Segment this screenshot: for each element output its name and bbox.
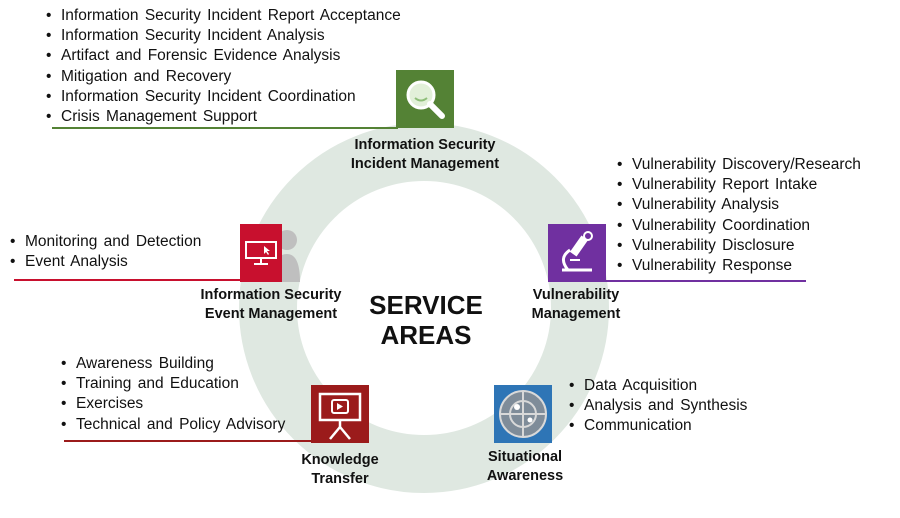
service-areas-title: SERVICE AREAS <box>356 290 496 350</box>
service-areas-title-line2: AREAS <box>380 320 472 350</box>
list-item: Data Acquisition <box>569 376 747 396</box>
list-item: Monitoring and Detection <box>10 232 201 252</box>
knowledge-transfer-list: Awareness Building Training and Educatio… <box>61 354 285 435</box>
incident-management-label: Information Security Incident Management <box>320 136 530 174</box>
list-item: Vulnerability Analysis <box>617 195 861 215</box>
vulnerability-management-label: Vulnerability Management <box>516 286 636 324</box>
monitor-user-icon <box>240 224 300 282</box>
list-item: Technical and Policy Advisory <box>61 415 285 435</box>
event-management-label: Information Security Event Management <box>176 286 366 324</box>
situational-awareness-label-line1: Situational <box>487 449 563 465</box>
vulnerability-management-label-line1: Vulnerability <box>532 287 620 303</box>
vulnerability-management-list: Vulnerability Discovery/Research Vulnera… <box>617 155 861 276</box>
event-management-label-line1: Information Security <box>200 287 342 303</box>
incident-management-label-line2: Incident Management <box>350 156 500 172</box>
incident-management-label-line1: Information Security <box>354 137 496 153</box>
knowledge-transfer-label-line1: Knowledge <box>301 452 379 468</box>
presentation-board-icon <box>311 385 369 443</box>
list-item: Vulnerability Discovery/Research <box>617 155 861 175</box>
list-item: Event Analysis <box>10 252 201 272</box>
microscope-icon <box>548 224 606 282</box>
situational-awareness-list: Data Acquisition Analysis and Synthesis … <box>569 376 747 437</box>
vulnerability-management-label-line2: Management <box>531 306 621 322</box>
situational-awareness-label-line2: Awareness <box>486 468 564 484</box>
event-management-label-line2: Event Management <box>204 306 338 322</box>
list-item: Artifact and Forensic Evidence Analysis <box>46 46 401 66</box>
incident-management-list: Information Security Incident Report Acc… <box>46 6 401 127</box>
list-item: Training and Education <box>61 374 285 394</box>
event-management-list: Monitoring and Detection Event Analysis <box>10 232 201 273</box>
magnifying-glass-icon <box>396 70 454 128</box>
service-areas-title-line1: SERVICE <box>369 290 483 320</box>
service-ring <box>239 123 609 493</box>
list-item: Vulnerability Response <box>617 256 861 276</box>
situational-awareness-label: Situational Awareness <box>465 448 585 486</box>
list-item: Crisis Management Support <box>46 107 401 127</box>
list-item: Mitigation and Recovery <box>46 67 401 87</box>
list-item: Vulnerability Report Intake <box>617 175 861 195</box>
list-item: Awareness Building <box>61 354 285 374</box>
radar-icon <box>494 385 552 443</box>
list-item: Vulnerability Disclosure <box>617 236 861 256</box>
list-item: Information Security Incident Report Acc… <box>46 6 401 26</box>
list-item: Vulnerability Coordination <box>617 216 861 236</box>
list-item: Information Security Incident Coordinati… <box>46 87 401 107</box>
list-item: Exercises <box>61 394 285 414</box>
list-item: Information Security Incident Analysis <box>46 26 401 46</box>
list-item: Analysis and Synthesis <box>569 396 747 416</box>
knowledge-transfer-label-line2: Transfer <box>311 471 369 487</box>
list-item: Communication <box>569 416 747 436</box>
knowledge-transfer-label: Knowledge Transfer <box>279 451 401 489</box>
